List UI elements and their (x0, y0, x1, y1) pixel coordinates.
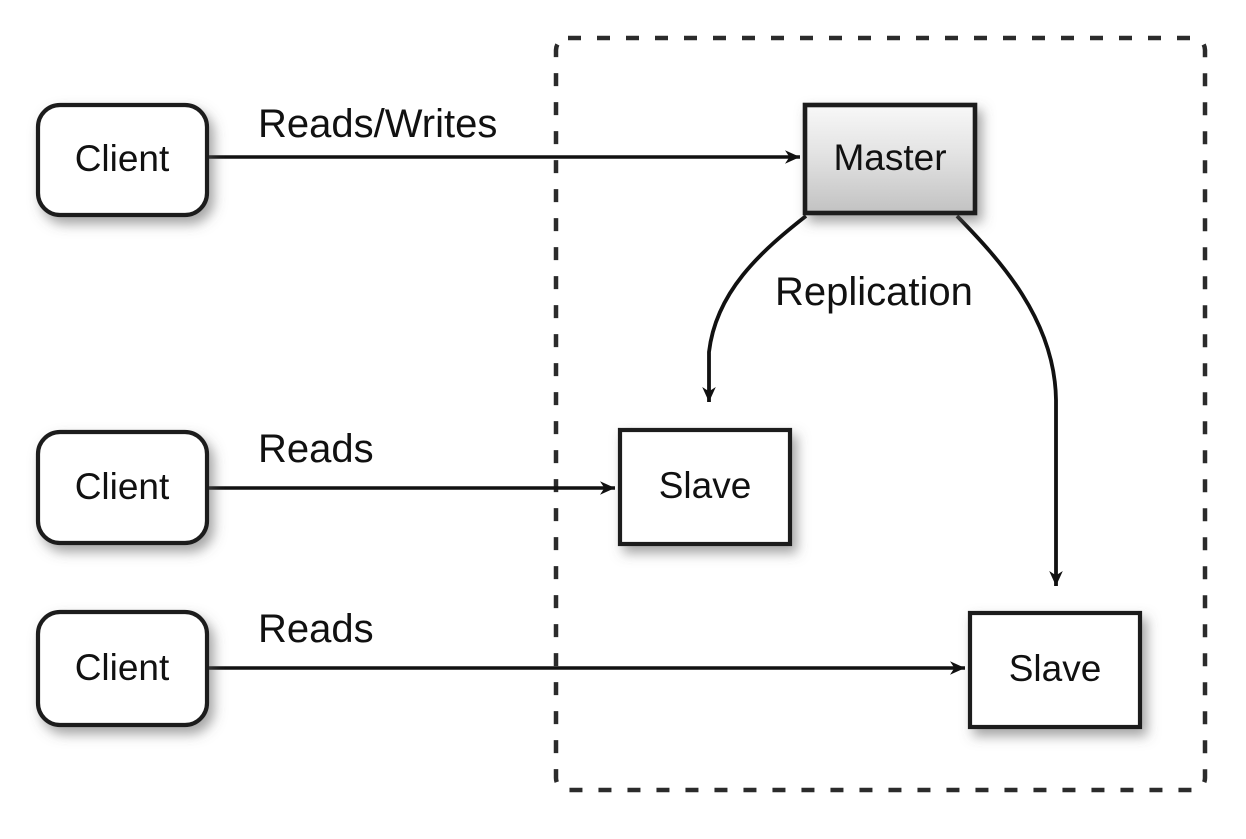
node-slave-1[interactable]: Slave (617, 427, 793, 547)
edge-label-reads-writes: Reads/Writes (258, 102, 497, 146)
client-3-label: Client (75, 647, 170, 688)
edge-label-reads-slave1: Reads (258, 427, 374, 471)
client-1-label: Client (75, 138, 170, 179)
edge-label-reads-slave2: Reads (258, 607, 374, 651)
node-client-3[interactable]: Client (35, 609, 210, 728)
slave-1-label: Slave (659, 465, 752, 506)
edge-master-slave1-curve (702, 214, 808, 402)
client-2-label: Client (75, 466, 170, 507)
edge-label-replication: Replication (775, 270, 973, 314)
node-master[interactable]: Master (802, 102, 978, 216)
slave-2-label: Slave (1009, 648, 1102, 689)
master-box[interactable] (802, 102, 978, 216)
client-3-box[interactable] (35, 609, 210, 728)
node-slave-2[interactable]: Slave (967, 610, 1143, 730)
slave-2-box[interactable] (967, 610, 1143, 730)
edge-master-slave2-curve (955, 214, 1063, 586)
node-client-1[interactable]: Client (35, 102, 210, 218)
client-2-box[interactable] (35, 429, 210, 546)
slave-1-box[interactable] (617, 427, 793, 547)
node-client-2[interactable]: Client (35, 429, 210, 546)
master-label: Master (833, 137, 946, 178)
client-1-box[interactable] (35, 102, 210, 218)
